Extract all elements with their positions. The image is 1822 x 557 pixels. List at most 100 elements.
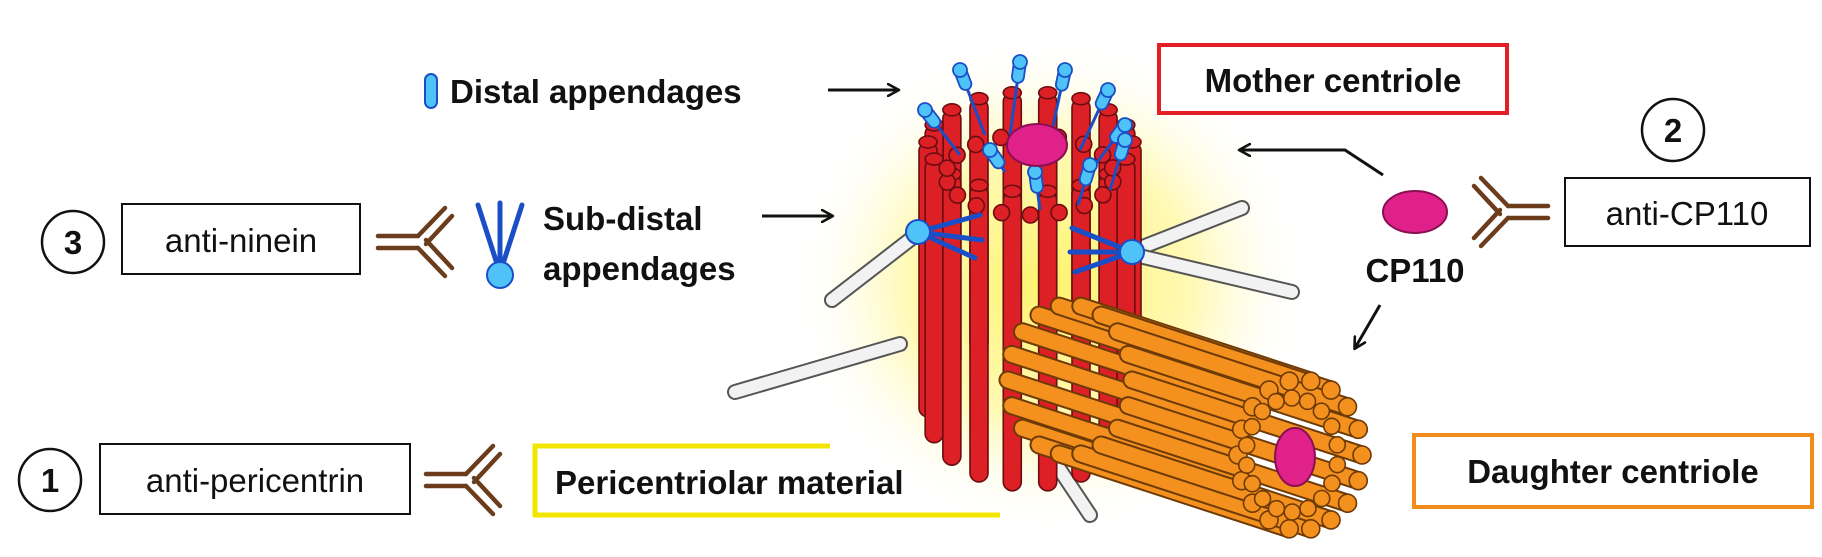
daughter-rim-tube xyxy=(1243,417,1261,436)
cp110-arrow-to-mother xyxy=(1240,150,1384,177)
distal-appendage-head xyxy=(952,62,968,78)
cp110-mother xyxy=(1006,123,1068,167)
mother-rim-tube xyxy=(1094,186,1112,204)
daughter-rim-tube xyxy=(1282,389,1301,407)
mother-rim-tube xyxy=(966,135,985,154)
daughter-rim-tube xyxy=(1312,402,1331,420)
daughter-microtubule-triplet xyxy=(1004,346,1250,437)
distal-appendage-head xyxy=(982,142,998,158)
mother-microtubule-triplet xyxy=(969,184,989,483)
daughter-microtubule-end xyxy=(1279,371,1300,391)
daughter-rim-tube xyxy=(1267,392,1285,411)
daughter-rim-tube xyxy=(1323,474,1341,493)
antibody-3-box xyxy=(121,203,361,275)
distal-appendage-icon xyxy=(424,73,438,109)
daughter-centriole-label: Daughter centriole xyxy=(1467,453,1759,490)
daughter-microtubule-triplet xyxy=(1124,372,1370,463)
antibody-2-number-circle xyxy=(1640,97,1706,163)
distal-appendage-head xyxy=(1117,117,1133,133)
daughter-microtubule-triplet xyxy=(1015,324,1261,415)
subdistal-label-line1: Sub-distal xyxy=(543,200,703,237)
daughter-microtubule-end xyxy=(1300,519,1321,539)
daughter-rim-tube xyxy=(1299,499,1317,518)
daughter-rim-tube xyxy=(1253,490,1272,508)
daughter-microtubule-triplet xyxy=(1109,420,1355,511)
cp110-label: CP110 xyxy=(1365,252,1464,289)
distal-appendages-label: Distal appendages xyxy=(450,73,742,110)
mother-microtubule-triplet xyxy=(942,173,962,467)
daughter-rim-tube xyxy=(1253,402,1272,421)
daughter-rim-tube xyxy=(1243,474,1262,493)
daughter-microtubule-triplet xyxy=(1004,398,1250,489)
mother-microtubule-end xyxy=(1037,85,1058,100)
mother-rim-tube xyxy=(1050,203,1068,222)
mother-centriole-box xyxy=(1157,43,1509,115)
pcm-label-frame xyxy=(532,443,1000,518)
cp110-legend-icon xyxy=(1382,190,1448,234)
mother-rim-tube xyxy=(967,196,986,215)
distal-appendage-head xyxy=(1100,82,1116,98)
distal-appendages xyxy=(917,54,1133,211)
distal-appendage-head xyxy=(917,102,933,118)
mother-rim-tube xyxy=(948,186,967,204)
daughter-microtubule-end xyxy=(1348,470,1369,491)
daughter-rim-tube xyxy=(1298,392,1317,411)
antibody-1-number: 1 xyxy=(41,462,59,499)
daughter-rim-tube xyxy=(1267,499,1286,518)
antibody-3-label: anti-ninein xyxy=(165,222,317,259)
daughter-rim-tube xyxy=(1328,436,1347,454)
daughter-microtubule-end xyxy=(1348,419,1369,440)
daughter-rim-tube xyxy=(1328,455,1347,474)
pericentriolar-material-label: Pericentriolar material xyxy=(555,464,904,501)
daughter-microtubule-end xyxy=(1337,493,1358,514)
daughter-microtubule-end xyxy=(1352,445,1372,465)
subdistal-appendage-left xyxy=(905,212,985,261)
antibody-1-y-icon xyxy=(423,443,503,517)
mother-microtubule-end xyxy=(1002,85,1023,100)
daughter-centriole xyxy=(998,296,1372,539)
mother-microtubule-end xyxy=(942,103,962,117)
cp110-daughter xyxy=(1274,427,1316,487)
subdistal-appendage-icon xyxy=(475,200,525,289)
microtubule-lower-left xyxy=(727,336,908,400)
mother-centriole-label: Mother centriole xyxy=(1205,62,1462,99)
daughter-rim-tube xyxy=(1312,489,1331,508)
antibody-2-number: 2 xyxy=(1664,112,1682,149)
distal-appendage-head xyxy=(1057,62,1073,78)
mother-microtubule-end xyxy=(1002,184,1023,199)
microtubules xyxy=(727,200,1300,523)
antibody-1-number-circle xyxy=(17,447,83,513)
subdistal-appendage-right xyxy=(1067,225,1145,275)
daughter-microtubule-end xyxy=(1337,396,1358,417)
antibody-1-box xyxy=(99,443,411,515)
daughter-centriole-box xyxy=(1412,433,1814,509)
subdistal-appendages xyxy=(905,212,1145,275)
daughter-rim-tube xyxy=(1237,456,1256,474)
mother-rim-tube xyxy=(992,203,1011,222)
mother-microtubule-end xyxy=(1071,91,1091,106)
distal-appendage-head xyxy=(1082,157,1098,173)
daughter-microtubule-triplet xyxy=(1000,372,1246,463)
mother-microtubule-end xyxy=(969,178,989,193)
mother-microtubule-triplet xyxy=(924,158,944,444)
mother-microtubule-end xyxy=(918,135,938,149)
daughter-rim-tube xyxy=(1237,436,1256,455)
daughter-microtubule-end xyxy=(1321,380,1341,400)
mother-rim-tube xyxy=(948,146,966,164)
antibody-3-number: 3 xyxy=(64,224,82,261)
daughter-microtubule-end xyxy=(1300,371,1321,391)
antibody-2-box xyxy=(1564,177,1811,247)
mother-rim-tube xyxy=(1021,206,1040,224)
microtubule-right-up xyxy=(1127,200,1250,258)
daughter-microtubule-end xyxy=(1321,510,1341,530)
daughter-microtubule-end xyxy=(1279,519,1300,539)
microtubule-left xyxy=(824,227,924,308)
microtubule-right-down xyxy=(1127,247,1300,300)
antibody-2-label: anti-CP110 xyxy=(1606,195,1769,232)
antibody-1-label: anti-pericentrin xyxy=(146,462,364,499)
antibody-3-y-icon xyxy=(375,205,455,279)
antibody-3-number-circle xyxy=(40,209,106,275)
daughter-rim-tube xyxy=(1322,417,1341,436)
antibody-2-y-icon xyxy=(1471,175,1551,249)
distal-appendage-head xyxy=(1027,164,1043,180)
